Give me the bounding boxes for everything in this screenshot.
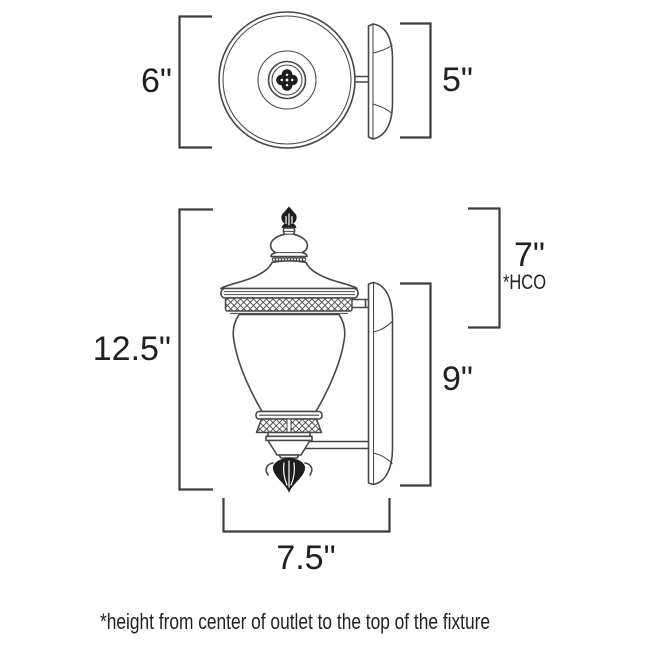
dim-bracket-7in: [468, 207, 501, 329]
dim-bracket-5in: [400, 22, 432, 139]
plan-mount-arm: [354, 75, 369, 83]
plan-outer-ring: [222, 15, 352, 145]
dim-bracket-7-5in: [222, 498, 391, 533]
finial-cap: [269, 227, 309, 258]
plan-inner-ring: [271, 64, 303, 96]
footnote: *height from center of outlet to the top…: [100, 609, 490, 634]
dim-label-7in: 7": [514, 236, 545, 274]
plan-middle-circle: [257, 50, 317, 110]
lantern-side-view: [220, 206, 359, 493]
lower-lattice: [255, 418, 323, 434]
glass-body: [232, 313, 346, 413]
top-finial: [281, 206, 297, 228]
upper-arm: [349, 298, 370, 309]
plan-finial-quatrefoil: [276, 69, 298, 91]
lattice-band: [224, 297, 353, 314]
plan-inner-circle: [267, 60, 307, 100]
hco-note: *HCO: [503, 271, 546, 294]
base-cone: [267, 439, 311, 459]
dim-label-5in: 5": [442, 61, 473, 99]
top-view: 6" 5": [141, 11, 473, 149]
dim-label-6in: 6": [141, 62, 172, 100]
lower-rim: [255, 410, 323, 420]
dim-label-9in: 9": [442, 360, 473, 398]
plan-backplate: [367, 23, 394, 140]
dim-label-7-5in: 7.5": [276, 539, 335, 577]
dome: [220, 260, 358, 290]
dim-label-12-5in: 12.5": [93, 330, 171, 368]
bottom-finial: [265, 457, 313, 493]
dim-bracket-12-5in: [178, 208, 213, 491]
dim-bracket-6in: [178, 15, 212, 149]
side-backplate: [367, 281, 394, 486]
side-view: 12.5" 9" 7" *HCO 7.5": [93, 206, 546, 577]
base-moldings: [265, 431, 313, 442]
lower-arm: [302, 440, 370, 450]
rim: [220, 287, 359, 299]
plan-lantern-circle: [218, 11, 356, 149]
dim-bracket-9in: [400, 282, 432, 487]
